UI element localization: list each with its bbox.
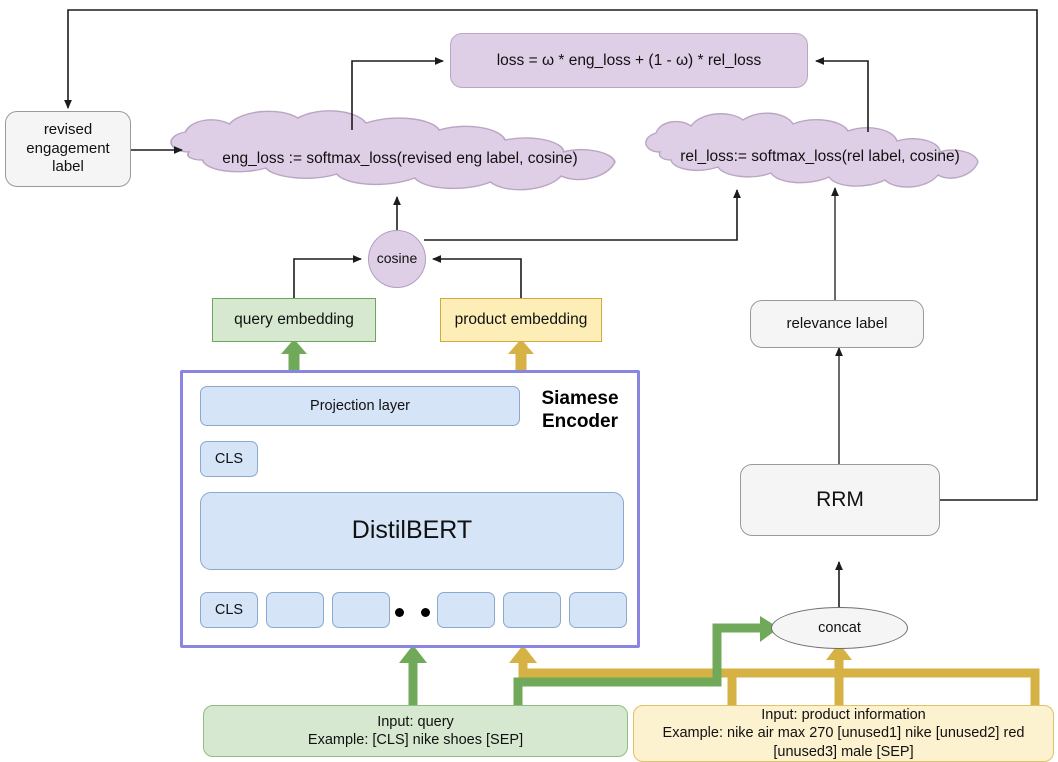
token-box-1[interactable] [266,592,324,628]
loss-box[interactable]: loss = ω * eng_loss + (1 - ω) * rel_loss [450,33,808,88]
edge-product-input-to-encoder [518,663,1040,705]
siamese-encoder-label: Siamese Encoder [541,388,619,432]
edge-eng-loss-to-loss [351,57,444,130]
product-input-line1: Input: product information [761,707,926,724]
edge-cosine-to-rel-loss [424,189,741,241]
relevance-label-box[interactable]: relevance label [750,300,924,348]
product-input-box[interactable]: Input: product information Example: nike… [633,705,1054,762]
concat-node[interactable]: concat [771,607,908,649]
edge-rel-loss-to-loss [815,57,869,132]
token-box-2[interactable] [332,592,390,628]
rrm-box[interactable]: RRM [740,464,940,536]
query-embedding-box[interactable]: query embedding [212,298,376,342]
token-box-4[interactable] [503,592,561,628]
projection-layer-box[interactable]: Projection layer [200,386,520,426]
edge-product-embedding-to-cosine [432,255,522,298]
token-box-3[interactable] [437,592,495,628]
product-input-line2: Example: nike air max 270 [unused1] nike… [662,725,1025,742]
query-input-line1: Input: query [377,713,454,730]
cosine-node[interactable]: cosine [368,230,426,288]
cls-upper-box[interactable]: CLS [200,441,258,477]
eng-loss-label: eng_loss := softmax_loss(revised eng lab… [222,150,578,167]
token-box-5[interactable] [569,592,627,628]
edge-query-embedding-to-cosine [293,255,362,298]
product-input-line3: [unused3] male [SEP] [773,743,914,760]
query-input-line2: Example: [CLS] nike shoes [SEP] [307,732,524,748]
token-box-0[interactable]: CLS [200,592,258,628]
query-input-box[interactable]: Input: query Example: [CLS] nike shoes [… [203,705,628,757]
rel-loss-label: rel_loss:= softmax_loss(rel label, cosin… [680,148,960,165]
distilbert-box[interactable]: DistilBERT [200,492,624,570]
revised-engagement-label-box[interactable]: revised engagement label [5,111,131,187]
product-embedding-box[interactable]: product embedding [440,298,602,342]
